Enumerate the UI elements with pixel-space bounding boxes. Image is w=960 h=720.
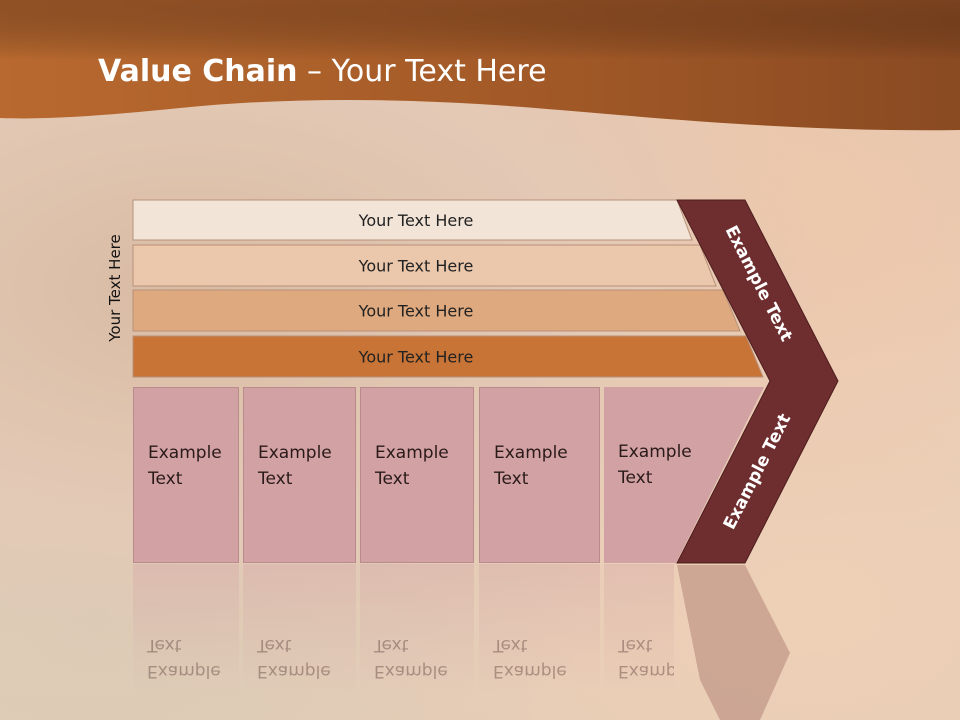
primary-activity-label: Your Text Here (358, 257, 474, 276)
primary-activity-bar (132, 199, 693, 241)
chevron-reflection (677, 565, 790, 720)
slide-title: Value Chain – Your Text Here (98, 54, 547, 89)
primary-activity-bar (132, 335, 764, 378)
title-rest: – Your Text Here (297, 54, 547, 89)
support-column-label-line1: Example (148, 443, 222, 463)
support-column-label-line2: Text (258, 469, 293, 489)
support-column-label-line1: Example (618, 442, 692, 462)
primary-activity-bar (132, 244, 717, 287)
support-column-label-line2: Text (494, 469, 529, 489)
support-column-label-line1: Example (258, 443, 332, 463)
title-bold: Value Chain (98, 54, 298, 89)
support-column-label-line1: Example (375, 443, 449, 463)
primary-activity-label: Your Text Here (358, 211, 474, 230)
support-column-label-line2: Text (148, 469, 183, 489)
support-column-label-line2: Text (375, 469, 410, 489)
primary-activity-bar (132, 289, 741, 332)
primary-activity-label: Your Text Here (358, 348, 474, 367)
support-column-label-line1: Example (494, 443, 568, 463)
primary-activity-label: Your Text Here (358, 302, 474, 321)
header-band (0, 0, 960, 131)
support-column-label-line2: Text (618, 468, 653, 488)
margin-chevron (676, 199, 839, 564)
